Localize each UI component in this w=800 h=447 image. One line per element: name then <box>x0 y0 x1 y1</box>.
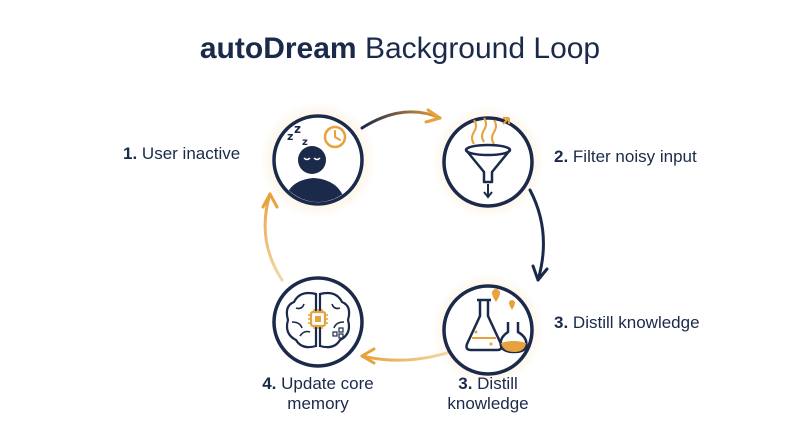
step-4-circle <box>272 276 364 368</box>
step-2-circle <box>442 116 534 208</box>
step-1-circle: z z z <box>272 114 364 206</box>
arrow-4-to-1 <box>261 192 284 282</box>
page-title: autoDream Background Loop <box>0 32 800 66</box>
svg-text:z: z <box>287 130 293 143</box>
step-3-circle <box>442 284 534 376</box>
title-bold: autoDream <box>199 32 357 65</box>
step-3-label-right: 3. Distill knowledge <box>554 313 700 332</box>
svg-text:z: z <box>302 137 308 148</box>
funnel-icon <box>464 117 512 199</box>
step-1-label: 1. User inactive <box>123 144 241 163</box>
step-2-label: 2. Filter noisy input <box>554 147 697 166</box>
title-rest: Background Loop <box>364 32 601 65</box>
step-4-label: 4. Update core memory <box>262 374 374 413</box>
arrow-1-to-2 <box>360 108 442 130</box>
step-3-label-bottom: 3. Distill knowledge <box>447 374 529 413</box>
brain-chip-icon <box>285 291 351 349</box>
svg-text:z: z <box>294 122 301 136</box>
flasks-icon <box>465 289 528 354</box>
arrow-3-to-4 <box>360 347 452 365</box>
arrow-2-to-3 <box>528 188 549 282</box>
